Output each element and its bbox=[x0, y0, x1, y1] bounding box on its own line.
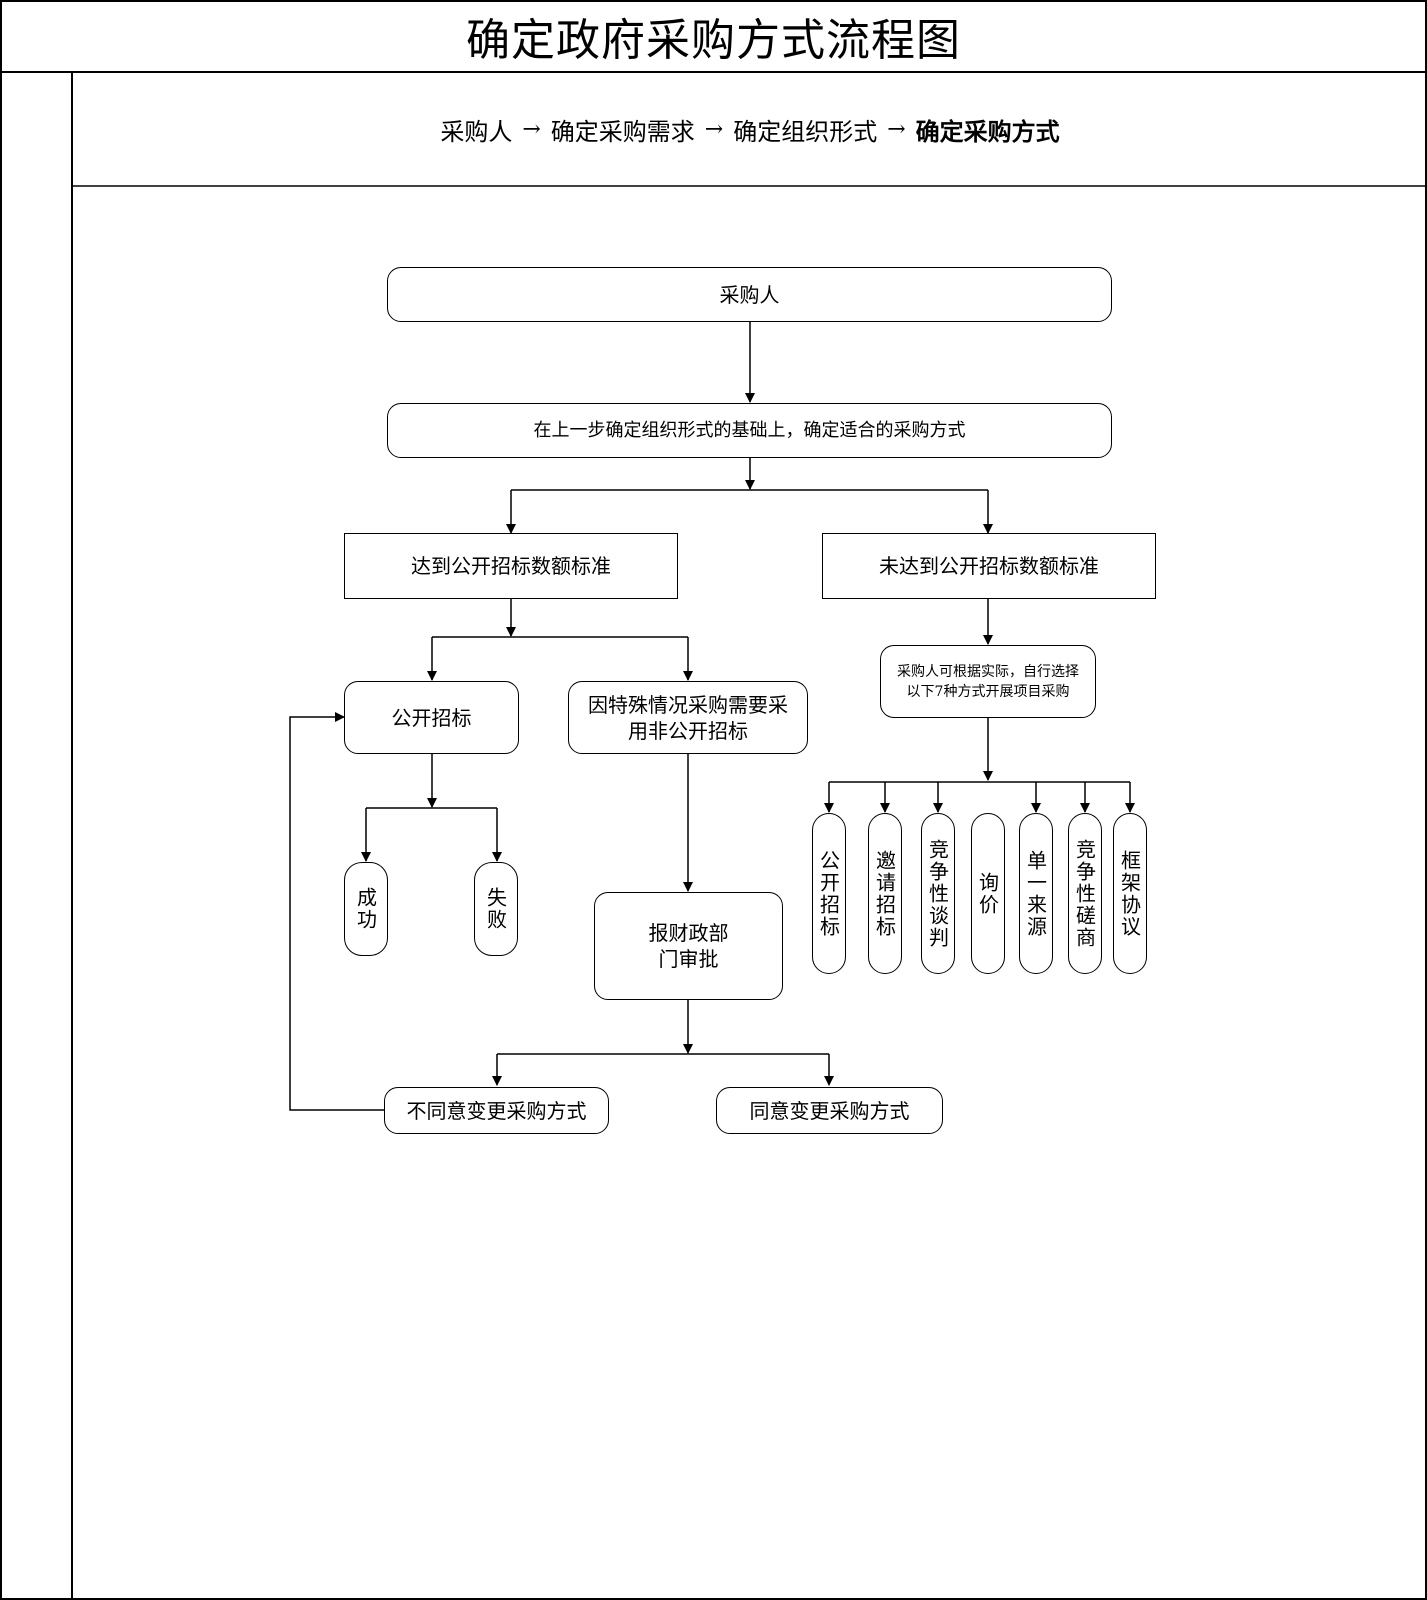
node-special-case: 因特殊情况采购需要采用非公开招标 bbox=[568, 681, 808, 754]
node-determine-method: 在上一步确定组织形式的基础上，确定适合的采购方式 bbox=[387, 403, 1112, 458]
right-arrow-icon: → bbox=[887, 116, 906, 142]
node-choose-seven-methods: 采购人可根据实际，自行选择以下7种方式开展项目采购 bbox=[880, 645, 1096, 718]
method-open-tender: 公开招标 bbox=[812, 813, 846, 974]
method-invited-tender: 邀请招标 bbox=[868, 813, 902, 974]
node-agree-change: 同意变更采购方式 bbox=[716, 1087, 943, 1134]
right-arrow-icon: → bbox=[704, 116, 724, 142]
page-title: 确定政府采购方式流程图 bbox=[466, 15, 961, 66]
connectors bbox=[289, 322, 1135, 1111]
node-open-tender: 公开招标 bbox=[344, 681, 519, 754]
node-success: 成功 bbox=[344, 862, 388, 956]
node-finance-approval: 报财政部门审批 bbox=[594, 892, 783, 1000]
node-below-threshold: 未达到公开招标数额标准 bbox=[822, 533, 1156, 599]
breadcrumb-step-requirements: 确定采购需求 bbox=[550, 117, 695, 146]
node-reaches-threshold: 达到公开招标数额标准 bbox=[344, 533, 678, 599]
breadcrumb-step-purchaser: 采购人 bbox=[440, 117, 513, 146]
method-framework-agreement: 框架协议 bbox=[1113, 813, 1147, 974]
process-breadcrumb: 采购人 → 确定采购需求 → 确定组织形式 → 确定采购方式 bbox=[73, 72, 1427, 186]
method-competitive-negotiation: 竞争性谈判 bbox=[921, 813, 955, 974]
breadcrumb-step-method: 确定采购方式 bbox=[915, 116, 1060, 146]
node-fail: 失败 bbox=[474, 862, 518, 956]
method-inquiry: 询价 bbox=[971, 813, 1005, 974]
node-disagree-change: 不同意变更采购方式 bbox=[384, 1087, 609, 1134]
method-competitive-consultation: 竞争性磋商 bbox=[1068, 813, 1102, 974]
right-arrow-icon: → bbox=[522, 116, 541, 142]
breadcrumb-step-organization: 确定组织形式 bbox=[733, 117, 878, 146]
node-purchaser: 采购人 bbox=[387, 267, 1112, 322]
method-single-source: 单一来源 bbox=[1019, 813, 1053, 974]
